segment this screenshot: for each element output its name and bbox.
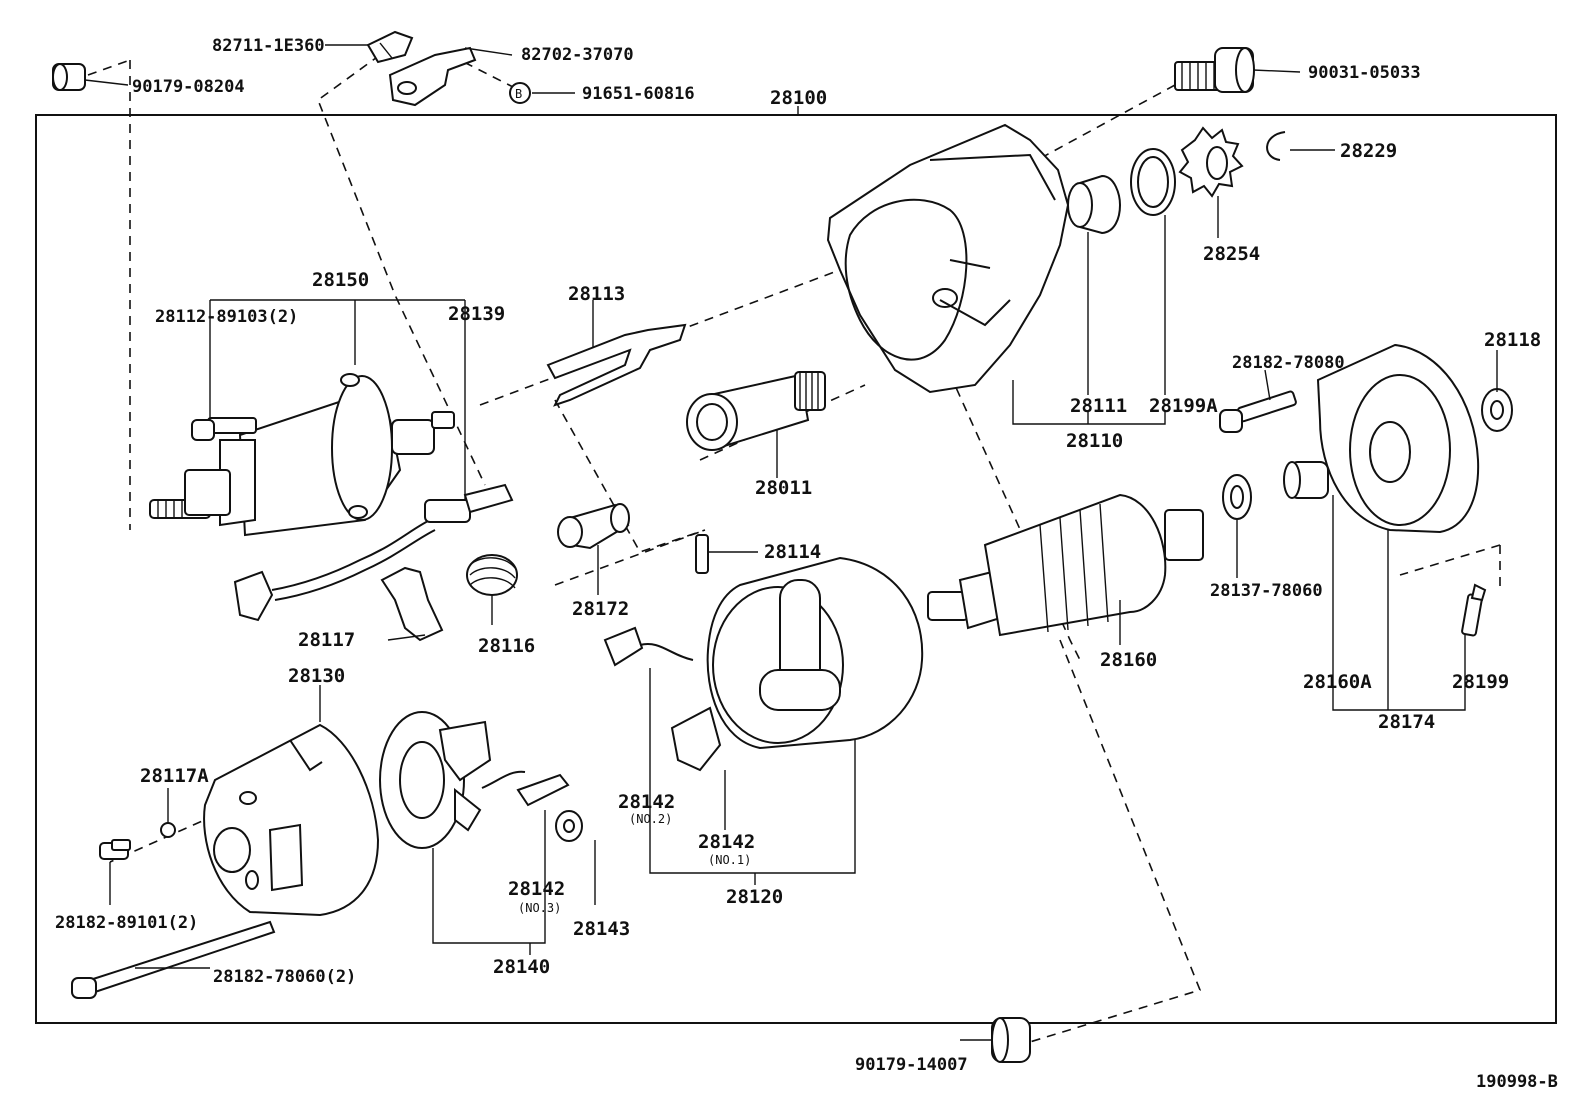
brush-28142-no1-shape bbox=[670, 706, 722, 772]
label-28199: 28199 bbox=[1452, 671, 1509, 693]
label-28111: 28111 bbox=[1070, 395, 1127, 417]
spring-28116-shape bbox=[466, 554, 518, 596]
brush-holder-28140-shape bbox=[379, 711, 492, 849]
seal-28199A-shape bbox=[1130, 148, 1176, 216]
label-28142-no2-note: (NO.2) bbox=[629, 812, 672, 826]
label-28254: 28254 bbox=[1203, 243, 1260, 265]
bushing-28111-shape bbox=[1067, 174, 1122, 235]
label-28172: 28172 bbox=[572, 598, 629, 620]
cover-28117-shape bbox=[380, 566, 444, 642]
bolt-marker-circle bbox=[509, 82, 531, 104]
boot-82711-shape bbox=[366, 30, 414, 64]
brush-28142-no3-shape bbox=[481, 770, 570, 807]
label-28139: 28139 bbox=[448, 303, 505, 325]
label-91651: 91651-60816 bbox=[582, 84, 695, 104]
label-28160: 28160 bbox=[1100, 649, 1157, 671]
label-28120: 28120 bbox=[726, 886, 783, 908]
bushing-28160A-shape bbox=[1283, 461, 1329, 499]
label-90179-14007: 90179-14007 bbox=[855, 1055, 968, 1075]
bolt-28182-78080-shape bbox=[1219, 390, 1297, 433]
diagram-code: 190998-B bbox=[1476, 1072, 1558, 1092]
label-28137: 28137-78060 bbox=[1210, 581, 1323, 601]
grommet-28117A-shape bbox=[160, 822, 176, 838]
pin-28114-shape bbox=[695, 534, 709, 574]
brush-28142-no2-shape bbox=[603, 626, 694, 667]
label-28140: 28140 bbox=[493, 956, 550, 978]
label-28142-no3: 28142 bbox=[508, 878, 565, 900]
clip-28229-shape bbox=[1266, 131, 1286, 161]
label-28117A: 28117A bbox=[140, 765, 209, 787]
screw-28199-shape bbox=[1461, 583, 1487, 637]
label-90179-08204: 90179-08204 bbox=[132, 77, 245, 97]
armature-28160-shape bbox=[927, 493, 1204, 637]
label-28199A: 28199A bbox=[1149, 395, 1218, 417]
label-28142-no2: 28142 bbox=[618, 791, 675, 813]
label-82711: 82711-1E360 bbox=[212, 36, 325, 56]
nut-90179-08204-shape bbox=[52, 63, 86, 91]
spring-28143-shape bbox=[555, 810, 583, 842]
label-28143: 28143 bbox=[573, 918, 630, 940]
label-28112: 28112-89103(2) bbox=[155, 307, 298, 327]
label-28174: 28174 bbox=[1378, 711, 1435, 733]
label-82702: 82702-37070 bbox=[521, 45, 634, 65]
washer-28137-shape bbox=[1222, 474, 1252, 520]
label-28113: 28113 bbox=[568, 283, 625, 305]
nut-90179-14007-shape bbox=[991, 1017, 1031, 1063]
end-frame-28174-shape bbox=[1316, 343, 1480, 534]
label-28142-no1-note: (NO.1) bbox=[708, 853, 751, 867]
bolt-28182-89101-shape bbox=[99, 839, 131, 860]
label-28182-78080: 28182-78080 bbox=[1232, 353, 1345, 373]
lead-wire-28139-shape bbox=[233, 483, 514, 622]
lever-28113-shape bbox=[546, 323, 687, 407]
label-28229: 28229 bbox=[1340, 140, 1397, 162]
bracket-82702-shape bbox=[388, 46, 477, 107]
assembly-frame bbox=[35, 114, 1557, 1024]
label-28182-78060: 28182-78060(2) bbox=[213, 967, 356, 987]
clutch-28011-shape bbox=[686, 371, 826, 451]
label-28110: 28110 bbox=[1066, 430, 1123, 452]
bolt-90031-shape bbox=[1174, 47, 1255, 93]
pinion-gear-28254-shape bbox=[1178, 126, 1244, 198]
label-28150: 28150 bbox=[312, 269, 369, 291]
label-28142-no3-note: (NO.3) bbox=[518, 901, 561, 915]
label-b-marker: B bbox=[515, 87, 522, 101]
label-28117: 28117 bbox=[298, 629, 355, 651]
label-assembly-28100: 28100 bbox=[770, 87, 827, 109]
label-28116: 28116 bbox=[478, 635, 535, 657]
grommet-28118-shape bbox=[1481, 388, 1513, 432]
plunger-28172-shape bbox=[557, 503, 630, 550]
bolt-28112-shape bbox=[191, 417, 257, 441]
magnetic-switch-28150-shape bbox=[149, 373, 455, 537]
label-28182-89101: 28182-89101(2) bbox=[55, 913, 198, 933]
long-bolt-28182-78060-shape bbox=[71, 920, 276, 999]
label-90031: 90031-05033 bbox=[1308, 63, 1421, 83]
drive-housing-28110-shape bbox=[826, 123, 1070, 394]
yoke-28120-shape bbox=[706, 556, 924, 750]
label-28118: 28118 bbox=[1484, 329, 1541, 351]
label-28011: 28011 bbox=[755, 477, 812, 499]
commutator-frame-28130-shape bbox=[203, 723, 380, 917]
label-28142-no1: 28142 bbox=[698, 831, 755, 853]
leader-lines bbox=[84, 44, 1498, 1041]
label-28114: 28114 bbox=[764, 541, 821, 563]
label-28160A: 28160A bbox=[1303, 671, 1372, 693]
label-28130: 28130 bbox=[288, 665, 345, 687]
